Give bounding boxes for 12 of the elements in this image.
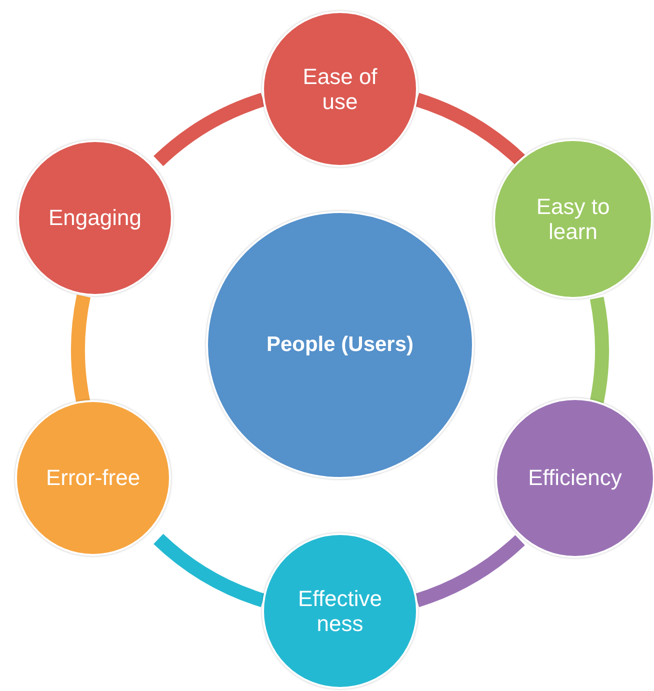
circle-label: Efficiency — [528, 465, 622, 491]
circle-label: Effective ness — [297, 586, 383, 636]
ring-connector — [414, 534, 525, 607]
circle-label: People (Users) — [266, 332, 414, 358]
ring-connector — [590, 297, 609, 403]
circle-label: Error-free — [46, 465, 140, 491]
ring-connector — [154, 534, 266, 607]
ring-connector — [154, 93, 266, 166]
circle-label: Easy to learn — [535, 194, 611, 244]
circle-label: Engaging — [48, 205, 142, 231]
circle-label: Ease of use — [302, 64, 378, 114]
ring-connector — [414, 93, 525, 166]
